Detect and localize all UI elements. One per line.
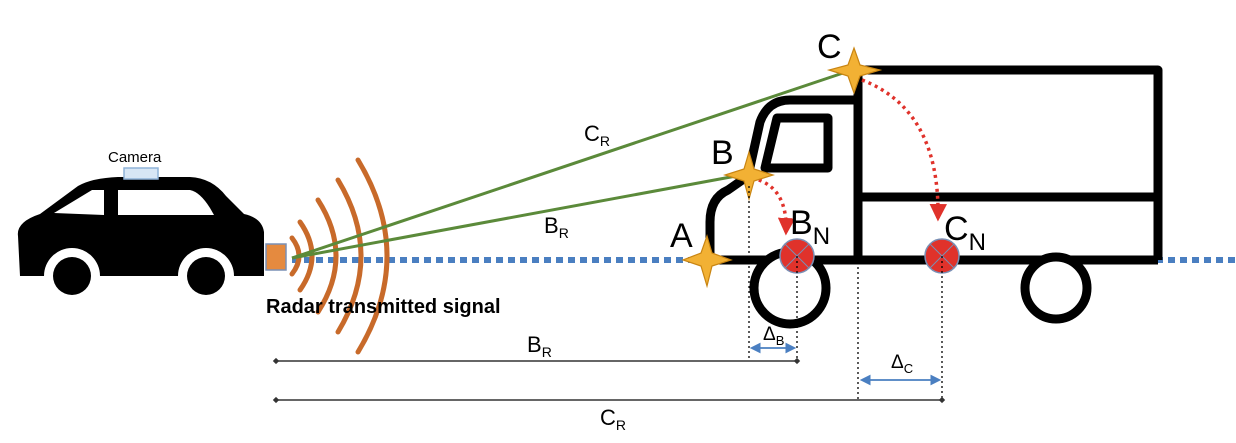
dimension-label-b-r: BR <box>527 332 552 360</box>
point-label-b: B <box>711 134 734 172</box>
ray-c-r <box>291 68 853 260</box>
radar-signal-label: Radar transmitted signal <box>266 296 501 318</box>
dimension-label-delta-c: ΔC <box>891 352 913 376</box>
point-label-cn: CN <box>944 210 986 256</box>
star-icon-a <box>681 234 733 289</box>
dimension-label-c-r: CR <box>600 405 626 433</box>
car-icon <box>17 177 264 304</box>
reference-lines <box>748 186 943 402</box>
ray-label-b-r: BR <box>544 213 569 241</box>
arrow-b-to-bn <box>751 176 796 236</box>
camera-icon <box>123 167 159 180</box>
star-icon-b <box>723 149 775 202</box>
radar-icon <box>265 243 287 271</box>
truck-rear-wheel <box>1020 252 1092 324</box>
point-label-bn: BN <box>790 204 830 250</box>
arrow-c-to-cn <box>861 78 948 222</box>
dimension-label-delta-b: ΔB <box>763 324 784 348</box>
radar-waves <box>289 157 390 355</box>
camera-label: Camera <box>108 149 162 166</box>
truck-icon <box>705 65 1163 265</box>
point-label-a: A <box>670 217 693 255</box>
ray-b-r <box>291 172 748 260</box>
point-label-c: C <box>817 28 842 66</box>
star-icon-c <box>826 46 883 95</box>
ray-label-c-r: CR <box>584 121 610 149</box>
